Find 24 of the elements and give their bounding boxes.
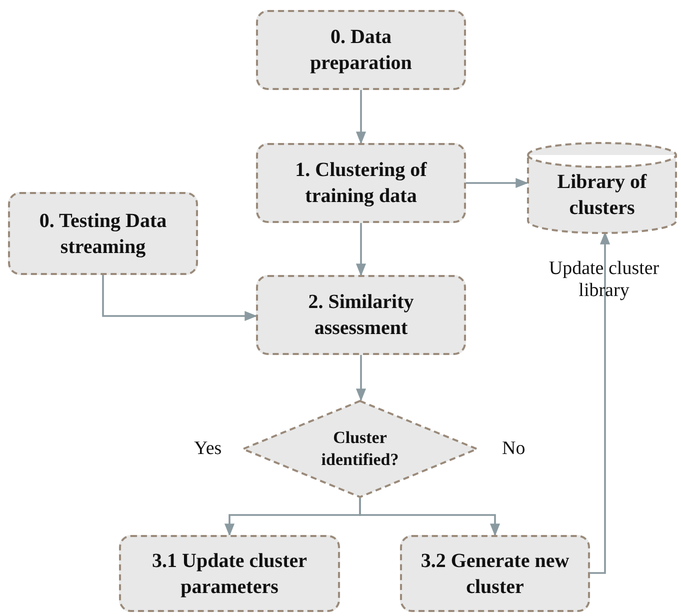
node-label: 3.2 Generate new cluster: [420, 548, 570, 600]
arrow: [590, 232, 610, 574]
process-box: [256, 10, 466, 90]
node-label: 3.1 Update cluster parameters: [151, 548, 308, 600]
edge-label: Update cluster library: [548, 258, 660, 302]
arrow: [102, 275, 258, 322]
process-box: [256, 275, 466, 355]
node-label: 0. Data preparation: [309, 25, 413, 76]
node-label: 0. Testing Data streaming: [38, 208, 168, 260]
node-label: Cluster identified?: [320, 426, 400, 471]
decision-diamond: [242, 400, 478, 498]
arrow: [356, 223, 366, 276]
arrow: [356, 355, 366, 402]
arrow: [359, 498, 500, 536]
node-label: 2. Similarity assessment: [307, 290, 415, 341]
process-box: [8, 192, 198, 275]
arrow: [466, 178, 528, 188]
process-box: [256, 143, 466, 223]
process-box: [119, 535, 340, 612]
database-cylinder: [527, 143, 677, 233]
process-box: [400, 535, 590, 612]
node-label: Library of clusters: [556, 170, 648, 221]
node-label: 1. Clustering of training data: [294, 158, 428, 209]
arrow: [356, 90, 366, 144]
